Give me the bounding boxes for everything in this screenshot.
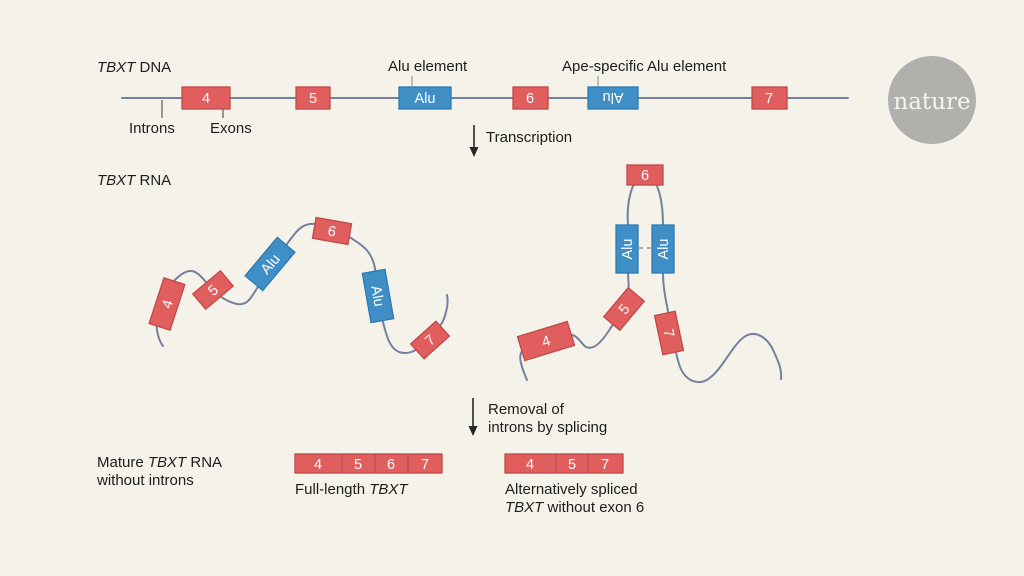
splicing-step: Removal of introns by splicing [468,398,607,436]
mature-label-pre: Mature [97,454,148,471]
rna-right-alu-1: Alu [615,224,639,274]
rna-left-exon-5: 5 [191,269,235,311]
nature-logo-text: nature [893,89,970,115]
alt-spliced-cell-4: 4 [526,457,534,473]
rna-right-exon-4-box [516,320,576,362]
alt-spliced-caption-rest: without exon 6 [543,499,644,516]
full-length-cell-7: 7 [421,457,429,473]
rna-left-exon-4-box [148,276,186,332]
transcription-label: Transcription [486,129,572,146]
rna-right-exon-4: 4 [516,320,576,362]
full-length-cell-5: 5 [354,457,362,473]
full-length-caption-gene: TBXT [369,481,409,498]
splicing-arrowhead [468,426,478,436]
dna-exon-6: 6 [512,86,549,110]
dna-exon-5-box [295,86,331,110]
introns-label: Introns [129,120,175,137]
mature-rna-label-line1: Mature TBXT RNA [97,454,222,471]
rna-left-exon-5-box [191,269,235,311]
dna-exon-5: 5 [295,86,331,110]
rna-left-exon-7: 7 [409,320,451,360]
dna-title: TBXT DNA [97,59,171,76]
dna-ape-alu-label: Alu [603,89,624,105]
rna-right-exon-6: 6 [626,164,664,186]
alt-spliced-strip: 4 5 7 [504,453,624,474]
rna-left-alu-2-box [361,268,395,324]
nature-logo-circle [888,56,976,144]
full-length-strip: 4 5 6 7 [294,453,443,474]
rna-left-exon-6: 6 [311,216,353,246]
dna-exon-4-label: 4 [202,91,210,107]
rna-title: TBXT RNA [97,172,171,189]
dna-exon-7-box [751,86,788,110]
rna-right-exon-5-box [602,286,646,332]
mature-rna-label-line2: without introns [96,472,194,489]
mature-label-post: RNA [186,454,222,471]
rna-right-alu-1-box [615,224,639,274]
alt-spliced-caption-gene: TBXT [505,499,545,516]
rna-right-alu-2: Alu [651,224,675,274]
dna-exon-7: 7 [751,86,788,110]
dna-exon-5-label: 5 [309,91,317,107]
splicing-label-line1: Removal of [488,401,565,418]
dna-alu-label: Alu [415,91,436,107]
transcription-arrowhead [469,147,479,157]
dna-title-suffix: DNA [135,59,171,76]
rna-right-exon-6-box [626,164,664,186]
rna-left-exon-7-box [409,320,451,360]
rna-right-alu-1-label: Alu [620,239,636,260]
alt-spliced-caption-line1: Alternatively spliced [505,481,638,498]
mature-label-gene: TBXT [148,454,188,471]
splicing-label-line2: introns by splicing [488,419,607,436]
rna-left-alu-1: Alu [244,236,296,292]
nature-logo[interactable]: nature [888,56,976,144]
rna-right-alu-2-label: Alu [656,239,672,260]
dna-exon-6-label: 6 [526,91,534,107]
dna-ape-alu-box [587,86,639,110]
rna-right-exon-5: 5 [602,286,646,332]
dna-exon-7-label: 7 [765,91,773,107]
alt-spliced-strip-box [504,453,624,474]
dna-alu-element: Alu [398,86,452,110]
ape-specific-alu-callout: Ape-specific Alu element [562,58,727,75]
rna-title-gene: TBXT [97,172,137,189]
rna-right-exon-6-label: 6 [641,168,649,184]
rna-right-exon-7-label: 7 [659,328,676,339]
dna-title-gene: TBXT [97,59,137,76]
alu-element-callout: Alu element [388,58,468,75]
alt-spliced-caption-line2: TBXT without exon 6 [505,499,644,516]
dna-exon-6-box [512,86,549,110]
rna-right-strand-path [519,179,783,383]
dna-alu-box [398,86,452,110]
rna-left-exon-6-box [311,216,353,246]
full-length-strip-box [294,453,443,474]
rna-left-exon-4: 4 [148,276,186,332]
rna-right-exon-7-box [653,310,685,356]
rna-left-alu-2: Alu [361,268,395,324]
full-length-cell-4: 4 [314,457,322,473]
rna-left-alu-1-box [244,236,296,292]
dna-exon-4-box [181,86,231,110]
exons-label: Exons [210,120,252,137]
dna-exon-4: 4 [181,86,231,110]
dna-ape-alu-element: Alu [587,86,639,110]
full-length-cell-6: 6 [387,457,395,473]
alt-spliced-cell-5: 5 [568,457,576,473]
alt-spliced-cell-7: 7 [601,457,609,473]
transcription-step: Transcription [469,125,572,157]
rna-title-suffix: RNA [135,172,171,189]
rna-left-exon-6-label: 6 [326,223,337,240]
rna-right-alu-2-box [651,224,675,274]
full-length-caption: Full-length TBXT [295,481,409,498]
full-length-caption-pre: Full-length [295,481,369,498]
rna-left-alu-2-label: Alu [367,284,386,307]
rna-right-exon-7: 7 [653,310,685,356]
